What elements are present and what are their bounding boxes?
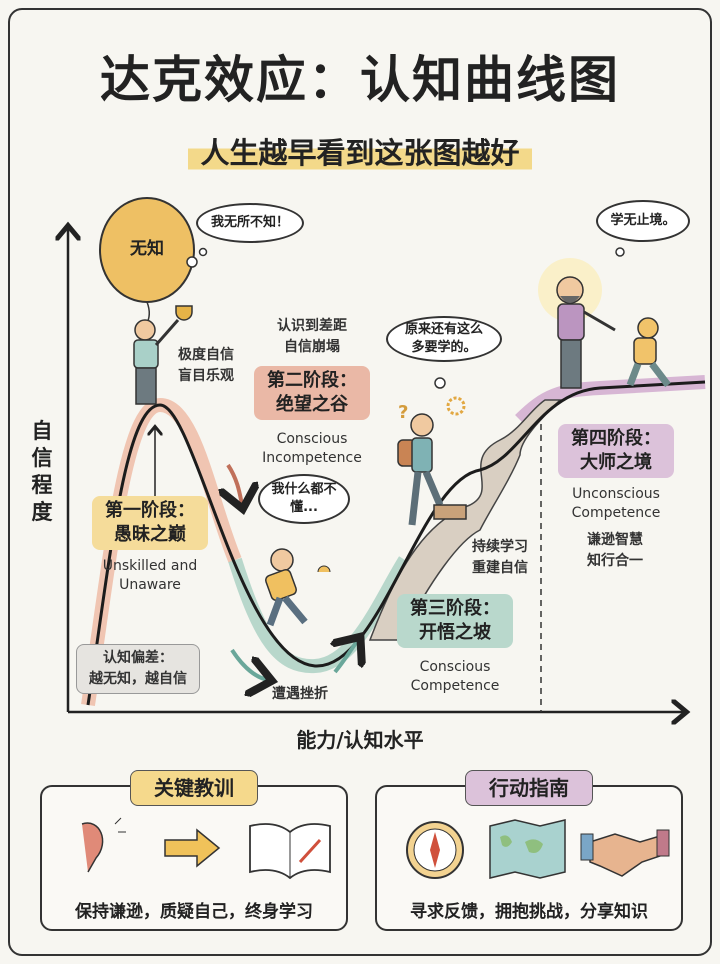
note-relearn: 持续学习 重建自信 xyxy=(472,539,528,576)
x-axis-label: 能力/认知水平 xyxy=(296,728,424,752)
actions-title: 行动指南 xyxy=(465,770,593,806)
handshake-icon xyxy=(580,829,670,877)
stage-3-english: Conscious Competence xyxy=(410,659,500,694)
stage-1-label: 第一阶段： 愚昧之巅 xyxy=(92,496,208,550)
bubble-peak: 我无所不知！ xyxy=(196,203,304,243)
subtitle: 人生越早看到这张图越好 xyxy=(188,128,532,174)
compass-icon xyxy=(406,821,464,879)
page-title: 达克效应：认知曲线图 xyxy=(100,51,620,109)
setback-arrow xyxy=(230,648,268,680)
note-wisdom: 谦逊智慧 知行合一 xyxy=(587,532,643,569)
fall-arrow xyxy=(228,463,242,505)
open-book-icon xyxy=(249,823,331,880)
balloon-label: 无知 xyxy=(130,239,164,259)
learner-person-icon: ? xyxy=(397,396,467,526)
arrow-right-icon xyxy=(164,828,221,868)
stage-3-label: 第三阶段： 开悟之坡 xyxy=(397,594,513,648)
recovery-arrow xyxy=(335,640,358,674)
actions-caption: 寻求反馈，拥抱挑战，分享知识 xyxy=(410,902,648,922)
gear-icon xyxy=(446,396,466,416)
actions-icons xyxy=(406,819,670,879)
balloon-shard-icon xyxy=(317,565,331,573)
overconfident-person-icon xyxy=(133,305,193,405)
popped-balloon-icon xyxy=(81,817,126,873)
lessons-title: 关键教训 xyxy=(130,770,258,806)
stage-4-english: Unconscious Competence xyxy=(571,486,661,521)
lessons-caption: 保持谦逊，质疑自己，终身学习 xyxy=(75,902,313,922)
books-icon xyxy=(433,504,467,520)
bubble-valley: 我什么都不懂... xyxy=(258,474,350,524)
page-frame xyxy=(8,8,712,956)
note-peak: 极度自信 盲目乐观 xyxy=(178,347,234,384)
question-mark-icon: ? xyxy=(398,402,408,423)
stage-1-english: Unskilled and Unaware xyxy=(102,558,198,593)
note-gap: 认识到差距 自信崩塌 xyxy=(277,318,347,355)
stage2-band xyxy=(228,556,411,674)
trophy-icon xyxy=(175,305,193,321)
lessons-icons xyxy=(81,817,331,880)
stage-2-english: Conscious Incompetence xyxy=(262,431,362,466)
competence-curve xyxy=(86,380,706,706)
bubble-slope: 原来还有这么多要学的。 xyxy=(386,316,502,362)
note-setback: 遭遇挫折 xyxy=(272,686,328,702)
map-icon xyxy=(489,819,566,879)
stage-4-label: 第四阶段： 大师之境 xyxy=(558,424,674,478)
stage-2-label: 第二阶段： 绝望之谷 xyxy=(254,366,370,420)
master-helper-icon xyxy=(538,258,671,389)
y-axis-label: 自信程度 xyxy=(31,419,53,524)
bubble-master: 学无止境。 xyxy=(596,200,690,242)
falling-person-icon xyxy=(264,548,331,627)
note-bias: 认知偏差： 越无知，越自信 xyxy=(76,644,200,694)
balloon-icon xyxy=(99,197,195,326)
